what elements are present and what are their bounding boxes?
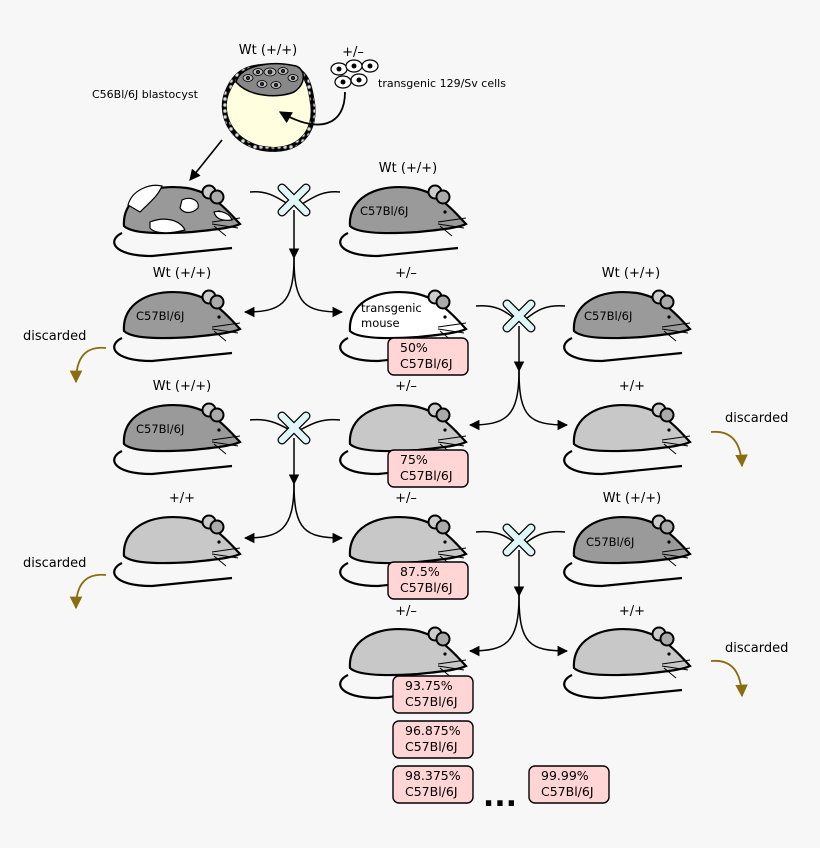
wt-mouse-row2-left: C57Bl/6J	[113, 289, 242, 363]
wt-label-row2-left: Wt (+/+)	[153, 266, 211, 281]
wt-mouse-row3-left: C57Bl/6J	[113, 402, 242, 476]
strain-label: C57Bl/6J	[136, 422, 184, 436]
het-top-label: +/–	[342, 45, 364, 60]
discard-arrow-1	[69, 347, 107, 384]
percent-box-1: 50% C57Bl/6J	[387, 337, 469, 376]
percent-strain: C57Bl/6J	[400, 580, 453, 595]
discarded-label-4: discarded	[725, 641, 788, 656]
percent-box-6: 98.375% C57Bl/6J	[392, 765, 474, 804]
wt-label-row2-right: Wt (+/+)	[602, 266, 660, 281]
cross-2	[468, 299, 569, 431]
transgenic-mouse: transgenic mouse	[339, 289, 468, 363]
homo-mouse-row3	[563, 402, 692, 476]
wt-top-label: Wt (+/+)	[239, 43, 297, 58]
percent-box-2: 75% C57Bl/6J	[387, 449, 469, 488]
wt-mouse-row4-right: C57Bl/6J	[563, 514, 692, 588]
homo-label-row3: +/+	[619, 379, 645, 394]
blastocyst	[221, 63, 316, 152]
percent-strain: C57Bl/6J	[405, 694, 458, 709]
wt-label-row4-right: Wt (+/+)	[603, 491, 661, 506]
percent-value: 93.75%	[405, 678, 453, 693]
transgenic-cells	[330, 59, 379, 89]
discard-arrow-2	[710, 431, 748, 468]
blastocyst-label: C56Bl/6J blastocyst	[92, 88, 199, 101]
ellipsis: ...	[483, 779, 517, 814]
percent-box-5: 96.875% C57Bl/6J	[392, 720, 474, 759]
percent-value: 75%	[400, 452, 428, 467]
cross-4	[468, 523, 569, 657]
homo-mouse-row4-left	[113, 514, 242, 588]
transgenic-label-line1: transgenic	[361, 301, 422, 315]
percent-value: 96.875%	[405, 723, 461, 738]
het-label-row3: +/–	[395, 379, 417, 394]
blastocyst-to-mouse-arrow	[189, 139, 223, 181]
percent-strain: C57Bl/6J	[405, 784, 458, 799]
discarded-label-3: discarded	[23, 556, 86, 571]
het-label-row2: +/–	[395, 266, 417, 281]
strain-label: C57Bl/6J	[136, 309, 184, 323]
percent-value: 98.375%	[405, 768, 461, 783]
wt-mouse-row2-right: C57Bl/6J	[563, 289, 692, 363]
percent-box-3: 87.5% C57Bl/6J	[387, 561, 469, 600]
wt-label-row3-left: Wt (+/+)	[153, 379, 211, 394]
het-label-row5: +/–	[395, 604, 417, 619]
het-label-row4: +/–	[395, 491, 417, 506]
homo-label-row4-left: +/+	[169, 491, 195, 506]
percent-value: 99.99%	[541, 768, 589, 783]
cross-1	[243, 183, 344, 318]
percent-strain: C57Bl/6J	[541, 784, 594, 799]
strain-label: C57Bl/6J	[586, 535, 634, 549]
cross-3	[243, 411, 344, 544]
cells-label: transgenic 129/Sv cells	[378, 77, 506, 90]
chimera-mouse	[113, 184, 242, 258]
discard-arrow-4	[710, 660, 748, 698]
wt-mouse-row1: C57Bl/6J	[339, 184, 468, 258]
discarded-label-1: discarded	[23, 329, 86, 344]
discard-arrow-3	[69, 574, 107, 610]
percent-value: 50%	[400, 340, 428, 355]
percent-strain: C57Bl/6J	[400, 468, 453, 483]
strain-label: C57Bl/6J	[360, 204, 408, 218]
strain-label: C57Bl/6J	[584, 309, 632, 323]
percent-strain: C57Bl/6J	[400, 356, 453, 371]
percent-strain: C57Bl/6J	[405, 739, 458, 754]
discarded-label-2: discarded	[725, 411, 788, 426]
transgenic-label-line2: mouse	[361, 316, 400, 330]
percent-box-7: 99.99% C57Bl/6J	[528, 765, 610, 804]
homo-label-row5: +/+	[619, 604, 645, 619]
percent-box-4: 93.75% C57Bl/6J	[392, 675, 474, 714]
injection-arrow	[278, 91, 346, 126]
wt-label-row1: Wt (+/+)	[379, 161, 437, 176]
percent-value: 87.5%	[400, 564, 440, 579]
homo-mouse-row5	[563, 626, 692, 700]
